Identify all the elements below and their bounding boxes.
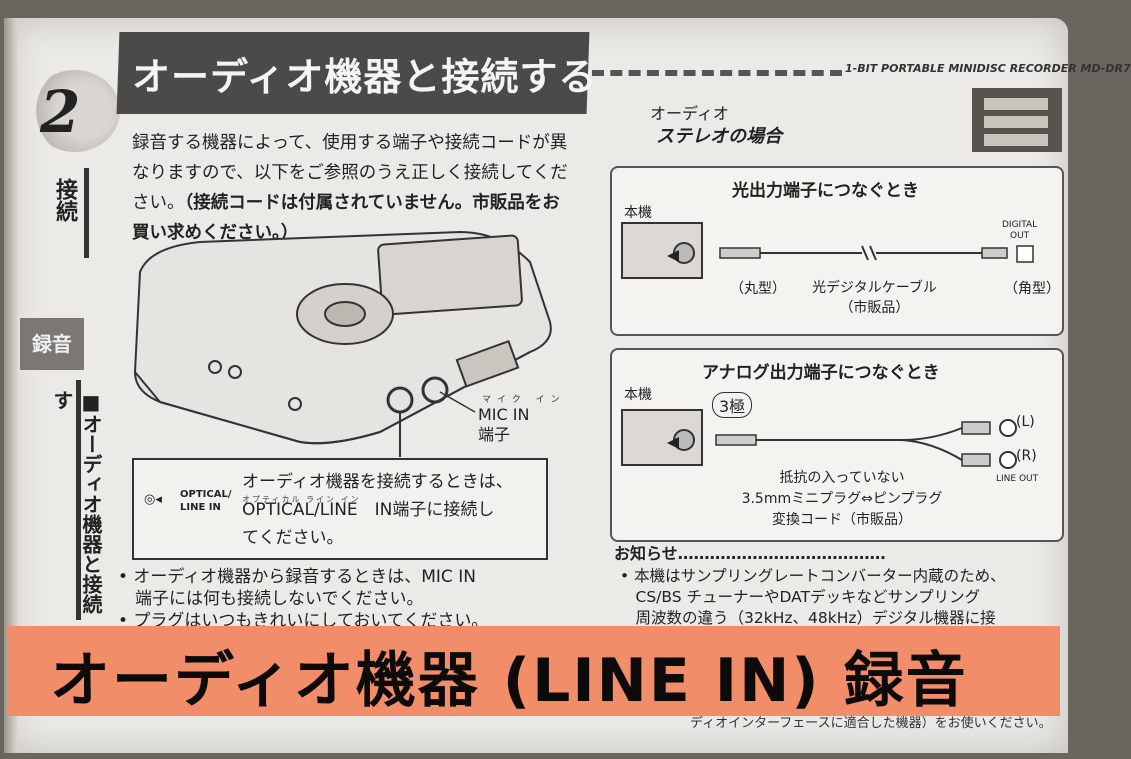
recorder-illustration: [133, 230, 552, 457]
optical-ruby: オプティカル ライン イン: [242, 495, 361, 504]
optical-cable-line1: 光デジタルケーブル: [812, 280, 937, 296]
optical-cable-diagram: [621, 222, 1034, 279]
side-tab-section-label: ■オーディオ機器と接続す: [50, 390, 103, 614]
analog-cable-diagram: [621, 409, 1017, 469]
mic-in-ruby: マイク イン: [482, 395, 566, 405]
audio-heading: オーディオ: [650, 104, 729, 123]
device-thumbnail-icon: [972, 88, 1062, 152]
optical-tag-line1: OPTICAL/: [180, 489, 232, 500]
notice-line: 周波数の違う（32kHz、48kHz）デジタル機器に接: [620, 609, 996, 627]
analog-desc-line3: 変換コード（市販品）: [772, 512, 912, 528]
notice-body: • 本機はサンプリングレートコンバーター内蔵のため、 CS/BS チューナーやD…: [620, 566, 1060, 629]
optical-line3: てください。: [242, 528, 344, 548]
side-tab-connect-label: 接続: [52, 178, 77, 222]
intro-body: 録音する機器によって、使用する端子や接続コードが異なりますので、以下をご参照のう…: [132, 133, 568, 213]
page-title: オーディオ機器と接続する: [132, 55, 598, 99]
notice-line: CS/BS チューナーやDATデッキなどサンプリング: [620, 588, 981, 606]
line-out-label: LINE OUT: [996, 474, 1039, 484]
optical-line2: OPTICAL/LINE IN端子に接続し: [242, 500, 495, 520]
analog-desc-line1: 抵抗の入っていない: [779, 470, 905, 486]
side-tab-connect: 接続: [36, 160, 90, 280]
optical-tag-line2: LINE IN: [180, 502, 221, 513]
bullet-item: 端子には何も接続しないでください。: [118, 589, 424, 609]
bullet-list: • オーディオ機器から録音するときは、MIC IN 端子には何も接続しないでくだ…: [118, 566, 558, 632]
chapter-number: 2: [40, 78, 81, 146]
square-plug-label: （角型）: [1004, 281, 1060, 297]
side-tab-section-bar: [76, 380, 81, 620]
optical-callout-text: オーディオ機器を接続するときは、 OPTICAL/LINE IN端子に接続し て…: [242, 468, 542, 552]
intro-bold-note: （接続コードは付属されていません。市販品をお買い求めください。）: [132, 193, 560, 243]
digital-out-line2: OUT: [1010, 231, 1030, 241]
caption-banner: [8, 626, 1060, 716]
bullet-item: • オーディオ機器から録音するときは、MIC IN: [118, 567, 476, 587]
title-dash-divider: [592, 70, 842, 76]
optical-line-in-tag: OPTICAL/ LINE IN: [180, 488, 231, 514]
stereo-heading: ステレオの場合: [656, 126, 782, 147]
analog-cable-desc: 抵抗の入っていない 3.5mmミニプラグ⇔ピンプラグ 変換コード（市販品）: [722, 468, 962, 531]
right-channel-label: (R): [1016, 448, 1037, 464]
analog-output-panel: アナログ出力端子につなぐとき 本機 3極 (L) (R) LINE OUT 抵抗…: [610, 348, 1064, 542]
analog-panel-title: アナログ出力端子につなぐとき: [702, 363, 940, 383]
optical-output-panel: 光出力端子につなぐとき 本機 DIGITAL OUT （丸型） 光デジタルケーブ…: [610, 166, 1064, 336]
model-label: 1-BIT PORTABLE MINIDISC RECORDER MD-DR7: [845, 62, 1131, 75]
chapter-ring: [30, 70, 120, 152]
notice-line: • 本機はサンプリングレートコンバーター内蔵のため、: [620, 567, 1006, 585]
side-tab-record: 録音: [20, 318, 84, 370]
optical-panel-title: 光出力端子につなぐとき: [732, 181, 919, 201]
mic-in-label-line2: 端子: [478, 425, 511, 444]
optical-cable-line2: （市販品）: [839, 300, 910, 316]
optical-cable-label: 光デジタルケーブル （市販品）: [812, 278, 937, 318]
left-channel-label: (L): [1016, 414, 1035, 430]
caption-banner-text: オーディオ機器 (LINE IN) 録音: [50, 646, 968, 716]
intro-text: 録音する機器によって、使用する端子や接続コードが異なりますので、以下をご参照のう…: [132, 128, 572, 248]
digital-out-line1: DIGITAL: [1002, 220, 1038, 230]
three-pole-label: 3極: [712, 392, 753, 418]
page-fold: [4, 18, 18, 753]
optical-jack-icon: ◎◂: [144, 492, 162, 507]
footer-note: ディオインターフェースに適合した機器）をお使いください。: [690, 716, 1052, 731]
mic-in-label-line1: MIC IN: [478, 405, 530, 424]
optical-line-in-callout: ◎◂ OPTICAL/ LINE IN オプティカル ライン イン オーディオ機…: [132, 458, 548, 560]
mic-in-label: MIC IN 端子: [478, 405, 529, 445]
optical-line1: オーディオ機器を接続するときは、: [242, 472, 513, 492]
notice-heading: お知らせ…………………………………: [614, 544, 886, 563]
analog-panel-unit-label: 本機: [624, 387, 652, 403]
digital-out-label: DIGITAL OUT: [1002, 220, 1037, 242]
optical-panel-unit-label: 本機: [624, 205, 652, 221]
analog-desc-line2: 3.5mmミニプラグ⇔ピンプラグ: [741, 491, 943, 507]
round-plug-label: （丸型）: [730, 281, 786, 297]
